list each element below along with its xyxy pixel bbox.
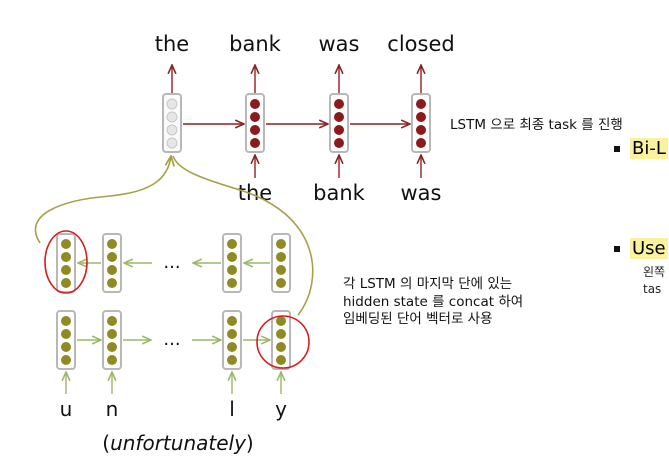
char-backward-cell-n	[102, 233, 122, 293]
note-concat-hidden-state: 각 LSTM 의 마지막 단에 있는 hidden state 를 concat…	[343, 276, 523, 329]
note-line-2: hidden state 를 concat 하여	[343, 293, 524, 310]
ellipsis-forward: ...	[163, 329, 180, 350]
bullet-square-icon	[614, 146, 620, 152]
top-lstm-cell-3	[329, 93, 349, 153]
char-label-y: y	[275, 397, 287, 421]
char-forward-cell-l	[222, 310, 242, 370]
top-lstm-cell-4	[411, 93, 431, 153]
char-label-u: u	[60, 397, 73, 421]
note-line-1: 각 LSTM 의 마지막 단에 있는	[343, 276, 513, 292]
top-word-the: the	[155, 32, 189, 56]
curve-forward-to-top	[172, 155, 314, 316]
note-line-3: 임베딩된 단어 벡터로 사용	[343, 311, 493, 327]
bullet-text-1: Bi-L	[630, 138, 668, 159]
char-forward-cell-n	[102, 310, 122, 370]
input-word-bank: bank	[313, 181, 366, 205]
input-word-was: was	[401, 181, 442, 205]
ellipsis-backward: ...	[163, 252, 180, 273]
top-lstm-cell-1	[162, 93, 182, 153]
char-forward-cell-u	[56, 310, 76, 370]
note-final-task: LSTM 으로 최종 task 를 진행	[450, 117, 623, 133]
top-word-closed: closed	[387, 32, 454, 56]
char-label-n: n	[106, 397, 119, 421]
highlight-circle-backward	[44, 230, 88, 294]
char-label-l: l	[229, 397, 235, 421]
char-backward-cell-u	[56, 233, 76, 293]
subtext-line-2: tas	[643, 282, 662, 296]
char-forward-cell-y	[271, 310, 291, 370]
top-lstm-cell-2	[245, 93, 265, 153]
bullet-item-2: Use	[614, 238, 668, 259]
bullet-item-1: Bi-L	[614, 138, 668, 159]
char-backward-cell-y	[271, 233, 291, 293]
top-word-was: was	[319, 32, 360, 56]
bullet-text-2: Use	[630, 238, 668, 259]
bullet-square-icon	[614, 246, 620, 252]
top-word-bank: bank	[229, 32, 282, 56]
bullet-subtext: 왼쪽 tas	[643, 264, 665, 298]
subtext-line-1: 왼쪽	[643, 265, 666, 279]
highlight-circle-forward	[256, 315, 310, 369]
char-backward-cell-l	[222, 233, 242, 293]
curve-backward-to-top	[34, 156, 171, 244]
word-caption: (unfortunately)	[102, 431, 253, 455]
